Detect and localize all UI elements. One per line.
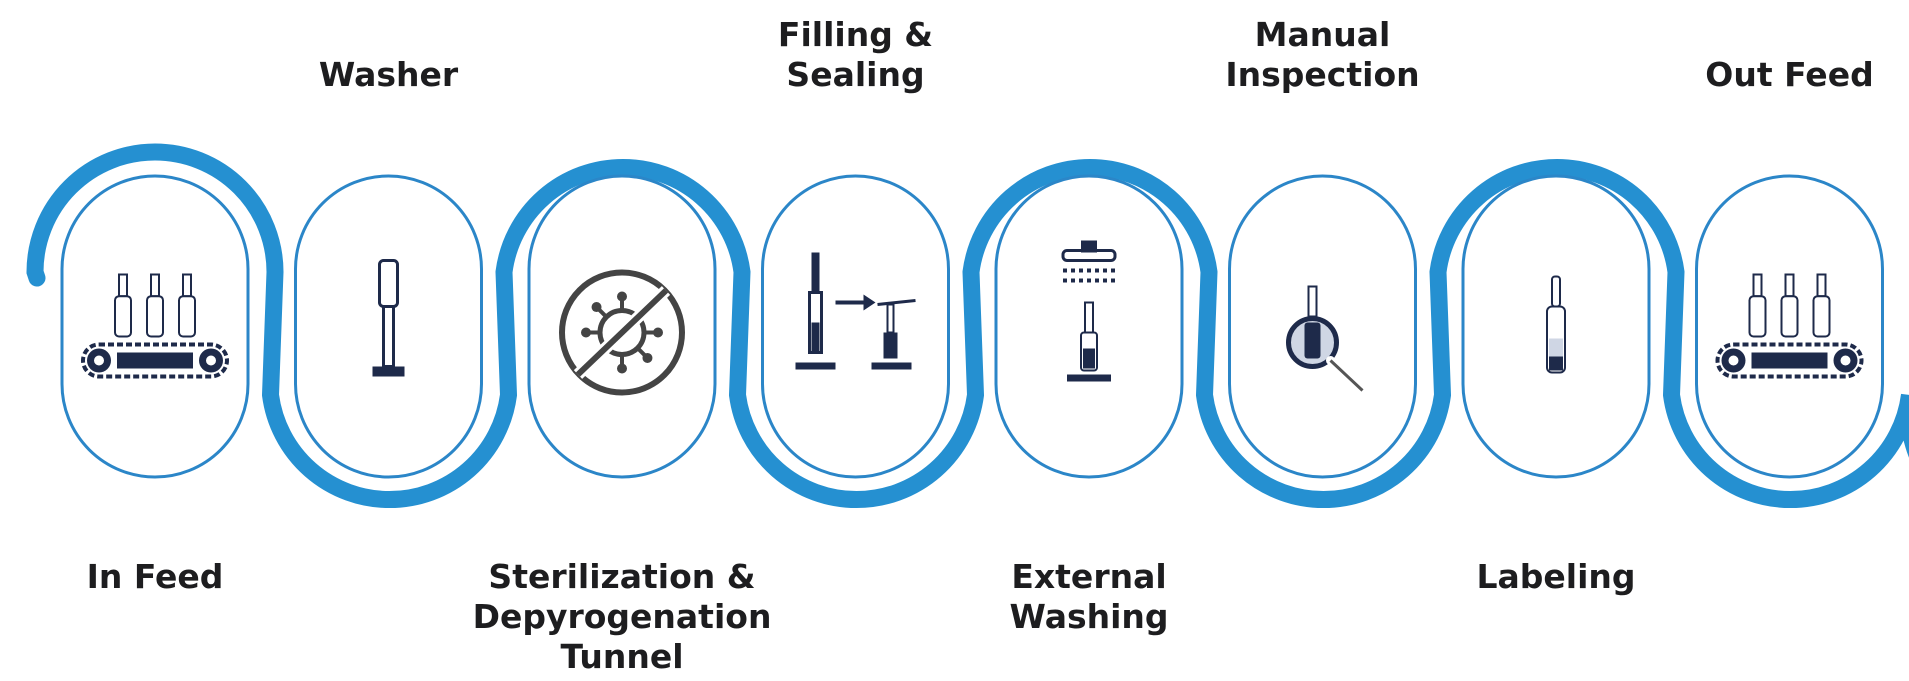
step-capsule-filling-sealing: [763, 176, 949, 477]
step-label-manual-inspection: Manual Inspection: [1153, 15, 1493, 95]
step-label-sterilization: Sterilization & Depyrogenation Tunnel: [452, 557, 792, 677]
step-label-out-feed: Out Feed: [1620, 55, 1909, 95]
step-label-washer: Washer: [219, 55, 559, 95]
step-label-labeling: Labeling: [1386, 557, 1726, 597]
step-label-filling-sealing: Filling & Sealing: [686, 15, 1026, 95]
step-label-external-washing: External Washing: [919, 557, 1259, 637]
step-label-in-feed: In Feed: [0, 557, 325, 597]
